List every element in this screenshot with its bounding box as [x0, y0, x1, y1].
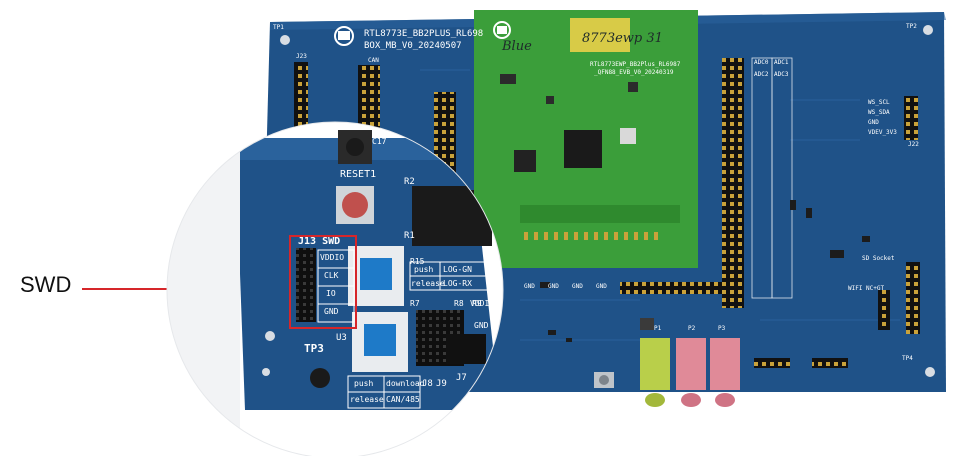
- module-ic: [514, 150, 536, 172]
- r9-label: R9: [472, 299, 482, 308]
- zoom-border: [166, 121, 504, 456]
- tp2-label: TP2: [906, 23, 917, 30]
- gnd-label-0: GND: [524, 283, 535, 290]
- j22-label: J22: [908, 141, 919, 148]
- ws-label-scl: WS_SCL: [868, 99, 890, 106]
- c17-label: C17: [372, 137, 387, 146]
- r15-label: R15: [410, 257, 425, 266]
- board-title-line2: BOX_MB_V0_20240507: [364, 41, 462, 51]
- adc-label-0: ADC0: [754, 59, 769, 66]
- bottom-header-b: [812, 358, 848, 368]
- mounting-hole: [925, 367, 935, 377]
- r1-label: R1: [404, 231, 415, 241]
- r7-label: R7: [410, 299, 420, 308]
- module-label-line1: RTL8773EWP_BB2Plus_RL6987: [590, 61, 681, 68]
- green-module: [474, 10, 698, 268]
- wifi-label: WIFI NC+GT: [848, 285, 885, 292]
- right-lower-header: [906, 262, 920, 334]
- bottom-download-label: download: [386, 379, 425, 388]
- bottom-header-a: [754, 358, 790, 368]
- swd-header: [296, 248, 316, 322]
- bottom-push-label: push: [354, 379, 374, 388]
- board-logo: [334, 26, 354, 46]
- j13-swd-label: J13 SWD: [298, 236, 341, 247]
- log-rx-label: LOG-RX: [443, 279, 472, 288]
- tp1-label: TP1: [273, 24, 284, 31]
- j8-label: J8: [422, 379, 433, 389]
- adc-label-3: ADC3: [774, 71, 789, 78]
- j23-label: J23: [296, 53, 307, 60]
- module-logo: [493, 21, 511, 39]
- release-label: release: [411, 279, 445, 288]
- p1-label: P1: [654, 325, 662, 332]
- bottom-can-label: CAN/485: [386, 395, 420, 404]
- ws-label-gnd: GND: [868, 119, 879, 126]
- module-soc: [564, 130, 602, 168]
- swd-callout-label: SWD: [20, 272, 72, 297]
- gnd-label-3: GND: [596, 283, 607, 290]
- gnd-label-1: GND: [548, 283, 559, 290]
- r2-label: R2: [404, 177, 415, 187]
- right-pin-header: [722, 58, 744, 308]
- middle-header-row: [620, 282, 728, 294]
- sd-socket-label: SD Socket: [862, 255, 895, 262]
- swd-pin-clk: CLK: [324, 271, 339, 280]
- swd-highlight-box: [289, 235, 357, 329]
- gnd-label-2: GND: [572, 283, 583, 290]
- tp3-hole: [310, 368, 330, 388]
- swd-pin-gnd: GND: [324, 307, 339, 316]
- swd-pin-io: IO: [326, 289, 336, 298]
- small-header: [878, 290, 890, 330]
- module-label-line2: _QFN88_EVB_V0_20240319: [594, 69, 674, 76]
- j22-header: [904, 96, 918, 140]
- can-label: CAN: [368, 57, 379, 64]
- board-title-line1: RTL8773E_BB2PLUS_RL698: [364, 29, 484, 39]
- p3-label: P3: [718, 325, 726, 332]
- can-header: [358, 65, 380, 135]
- adc-label-1: ADC1: [774, 59, 789, 66]
- push-label: push: [414, 265, 434, 274]
- handwriting-right: 8773ewp 31: [582, 31, 663, 46]
- reset-label: RESET1: [340, 169, 377, 180]
- ws-label-vdev: VDEV_3V3: [868, 129, 897, 136]
- r8-label: R8: [454, 299, 464, 308]
- adc-label-2: ADC2: [754, 71, 769, 78]
- audio-jacks: [640, 338, 740, 407]
- p2-label: P2: [688, 325, 696, 332]
- mounting-hole: [280, 35, 290, 45]
- tp4-label: TP4: [902, 355, 913, 362]
- handwriting-left: Blue: [502, 39, 532, 54]
- tp3-label: TP3: [304, 342, 324, 355]
- swd-pin-vddio: VDDIO: [320, 253, 345, 262]
- j23-header: [294, 62, 308, 132]
- log-gn-label: LOG-GN: [443, 265, 472, 274]
- gnd-label: GND: [474, 321, 489, 330]
- u3-label: U3: [336, 333, 347, 343]
- j9-label: J9: [436, 379, 447, 389]
- bottom-release-label: release: [350, 395, 384, 404]
- mounting-hole: [923, 25, 933, 35]
- vddio-label: VDDIO: [470, 299, 495, 308]
- ws-label-sda: WS_SDA: [868, 109, 890, 116]
- j7-label: J7: [456, 373, 467, 383]
